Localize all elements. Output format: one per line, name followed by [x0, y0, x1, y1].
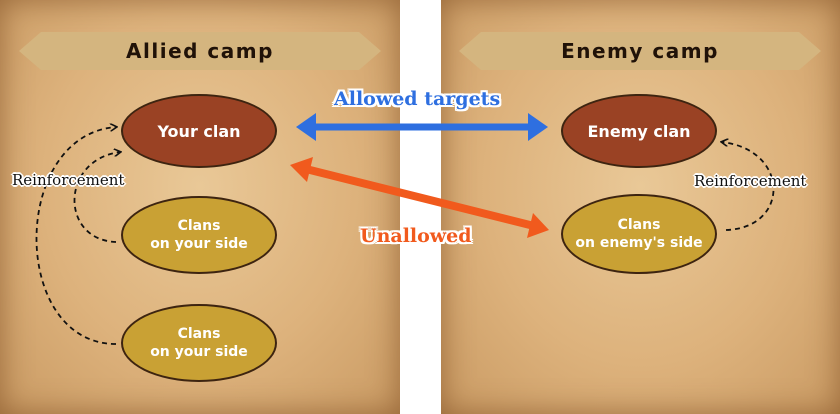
enemy-clan-node: Enemy clan [561, 94, 717, 168]
enemy-side-clan-label: Clans on enemy's side [575, 217, 703, 251]
reinforcement-arrow-outer [35, 127, 117, 345]
enemy-camp-banner: Enemy camp [459, 32, 821, 70]
enemy-camp-title: Enemy camp [561, 39, 719, 63]
unallowed-arrow [290, 157, 549, 238]
your-clan-label: Your clan [157, 121, 241, 141]
allied-side-clan-label: Clans on your side [150, 218, 248, 252]
allied-side-clan-node: Clans on your side [121, 304, 277, 382]
unallowed-label: Unallowed [360, 225, 472, 247]
allowed-targets-arrow [296, 113, 548, 141]
allowed-targets-label: Allowed targets [334, 88, 501, 110]
enemy-clan-label: Enemy clan [587, 121, 691, 141]
allied-side-clan-node: Clans on your side [121, 196, 277, 274]
reinforcement-arrow-inner [73, 152, 120, 243]
allied-side-clan-label: Clans on your side [150, 326, 248, 360]
allied-camp-title: Allied camp [126, 39, 274, 63]
enemy-side-clan-node: Clans on enemy's side [561, 194, 717, 274]
reinforcement-label-allied: Reinforcement [12, 171, 125, 189]
allied-camp-banner: Allied camp [19, 32, 381, 70]
reinforcement-label-enemy: Reinforcement [694, 172, 807, 190]
your-clan-node: Your clan [121, 94, 277, 168]
reinforcement-arrow-enemy [722, 142, 775, 231]
